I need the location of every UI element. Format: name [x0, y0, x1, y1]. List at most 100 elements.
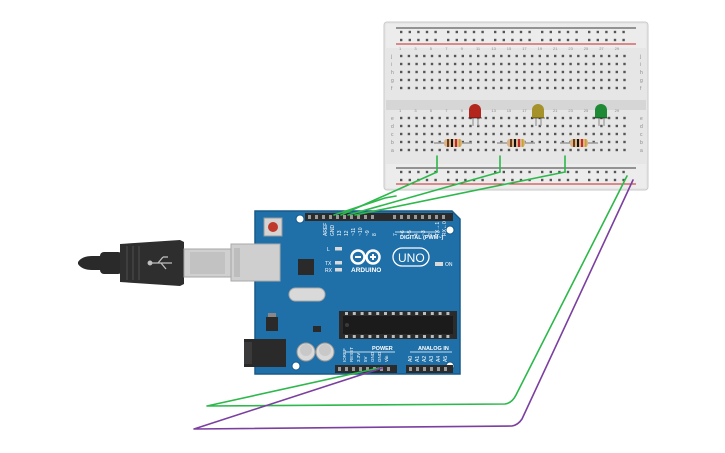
breadboard-hole[interactable]	[507, 148, 511, 152]
breadboard-hole[interactable]	[472, 170, 476, 174]
header-pin[interactable]	[444, 367, 447, 371]
breadboard-hole[interactable]	[492, 70, 495, 74]
header-pin[interactable]	[308, 215, 311, 219]
breadboard-hole[interactable]	[469, 148, 472, 152]
breadboard-hole[interactable]	[500, 132, 503, 136]
breadboard-hole[interactable]	[408, 30, 411, 34]
breadboard-hole[interactable]	[438, 148, 441, 152]
breadboard-hole[interactable]	[446, 132, 449, 136]
breadboard-hole[interactable]	[584, 148, 588, 152]
breadboard-hole[interactable]	[481, 38, 484, 42]
breadboard-hole[interactable]	[407, 62, 411, 66]
header-pin[interactable]	[430, 367, 433, 371]
breadboard-hole[interactable]	[554, 132, 557, 136]
header-pin[interactable]	[359, 367, 362, 371]
breadboard-hole[interactable]	[415, 54, 418, 58]
breadboard-hole[interactable]	[600, 116, 603, 120]
breadboard-hole[interactable]	[530, 124, 534, 128]
breadboard-hole[interactable]	[584, 70, 588, 74]
breadboard-hole[interactable]	[554, 70, 557, 74]
breadboard-hole[interactable]	[615, 62, 618, 66]
breadboard-hole[interactable]	[519, 38, 523, 42]
breadboard-hole[interactable]	[415, 62, 418, 66]
breadboard-hole[interactable]	[469, 54, 472, 58]
breadboard-hole[interactable]	[434, 38, 437, 42]
breadboard-hole[interactable]	[423, 140, 426, 144]
breadboard-hole[interactable]	[430, 132, 434, 136]
breadboard-hole[interactable]	[530, 140, 534, 144]
header-pin[interactable]	[407, 215, 410, 219]
breadboard-hole[interactable]	[600, 78, 603, 82]
breadboard-hole[interactable]	[507, 86, 511, 90]
breadboard-hole[interactable]	[423, 132, 426, 136]
breadboard-hole[interactable]	[561, 132, 565, 136]
breadboard-hole[interactable]	[484, 70, 488, 74]
header-pin[interactable]	[428, 215, 431, 219]
breadboard-hole[interactable]	[407, 116, 411, 120]
breadboard-hole[interactable]	[484, 78, 488, 82]
breadboard-hole[interactable]	[523, 132, 526, 136]
breadboard-hole[interactable]	[400, 170, 403, 174]
breadboard-hole[interactable]	[408, 170, 411, 174]
breadboard-hole[interactable]	[558, 30, 561, 34]
breadboard-hole[interactable]	[549, 30, 552, 34]
breadboard-hole[interactable]	[515, 148, 518, 152]
breadboard-hole[interactable]	[400, 124, 403, 128]
breadboard-hole[interactable]	[622, 38, 625, 42]
breadboard-hole[interactable]	[519, 170, 523, 174]
breadboard-hole[interactable]	[546, 148, 549, 152]
breadboard-hole[interactable]	[461, 116, 464, 120]
breadboard-hole[interactable]	[464, 170, 467, 174]
breadboard-hole[interactable]	[528, 170, 531, 174]
breadboard-hole[interactable]	[453, 116, 457, 120]
breadboard-hole[interactable]	[400, 140, 403, 144]
breadboard-hole[interactable]	[407, 140, 411, 144]
breadboard-hole[interactable]	[477, 62, 480, 66]
breadboard-hole[interactable]	[607, 148, 611, 152]
breadboard-hole[interactable]	[425, 30, 429, 34]
breadboard-hole[interactable]	[546, 86, 549, 90]
breadboard-hole[interactable]	[492, 140, 495, 144]
breadboard-hole[interactable]	[615, 86, 618, 90]
breadboard-hole[interactable]	[400, 62, 403, 66]
header-pin[interactable]	[315, 215, 318, 219]
breadboard-hole[interactable]	[423, 148, 426, 152]
breadboard-hole[interactable]	[446, 116, 449, 120]
breadboard-hole[interactable]	[507, 132, 511, 136]
breadboard-hole[interactable]	[447, 170, 450, 174]
breadboard-hole[interactable]	[484, 116, 488, 120]
breadboard-hole[interactable]	[511, 38, 514, 42]
breadboard-hole[interactable]	[400, 78, 403, 82]
header-pin[interactable]	[371, 215, 374, 219]
breadboard-hole[interactable]	[423, 70, 426, 74]
breadboard-hole[interactable]	[523, 78, 526, 82]
breadboard-hole[interactable]	[507, 124, 511, 128]
breadboard-hole[interactable]	[569, 54, 572, 58]
breadboard-hole[interactable]	[577, 124, 580, 128]
breadboard-hole[interactable]	[588, 178, 591, 182]
breadboard-hole[interactable]	[584, 54, 588, 58]
breadboard-hole[interactable]	[502, 170, 505, 174]
digital-header[interactable]	[305, 213, 453, 221]
header-pin[interactable]	[393, 215, 396, 219]
resistor-1[interactable]	[434, 139, 472, 147]
breadboard-hole[interactable]	[430, 54, 434, 58]
breadboard-hole[interactable]	[477, 132, 480, 136]
breadboard-hole[interactable]	[515, 62, 518, 66]
breadboard-hole[interactable]	[623, 140, 626, 144]
usb-cable[interactable]	[78, 240, 232, 286]
breadboard-hole[interactable]	[596, 30, 599, 34]
wire-gnd-header-to-rail[interactable]	[333, 195, 397, 216]
breadboard-hole[interactable]	[423, 54, 426, 58]
header-pin[interactable]	[338, 367, 341, 371]
breadboard-hole[interactable]	[407, 124, 411, 128]
wire-5v-to-breadboard[interactable]	[206, 175, 628, 407]
breadboard-hole[interactable]	[507, 78, 511, 82]
breadboard-hole[interactable]	[566, 170, 570, 174]
breadboard-hole[interactable]	[453, 54, 457, 58]
breadboard-hole[interactable]	[561, 62, 565, 66]
breadboard-hole[interactable]	[434, 178, 437, 182]
breadboard-hole[interactable]	[588, 38, 591, 42]
breadboard[interactable]: jjiihhggffeeddccbbaa11335577991111131315…	[383, 21, 649, 191]
breadboard-hole[interactable]	[446, 62, 449, 66]
